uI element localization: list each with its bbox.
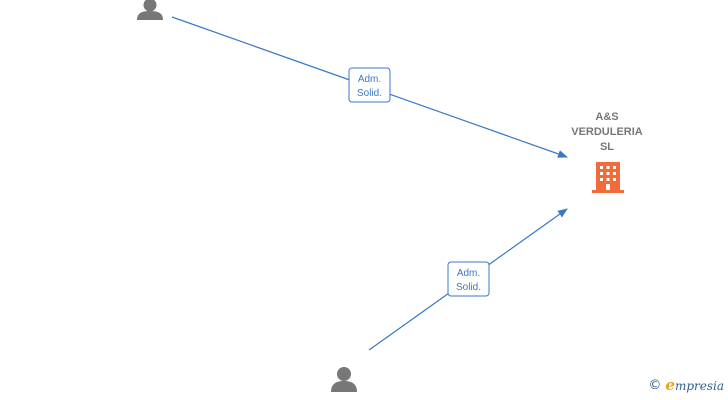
edge-label-1[interactable]: Adm. Solid. (348, 67, 391, 103)
edge-label-2[interactable]: Adm. Solid. (447, 261, 490, 297)
edge-label-2-line-2: Solid. (456, 282, 481, 293)
copyright-symbol: © (648, 377, 662, 393)
edge-label-1-line-2: Solid. (357, 88, 382, 99)
brand-logo: empresia (665, 376, 724, 394)
company-name-line-3: SL (600, 141, 614, 153)
company-name-line-1: A&S (595, 111, 618, 123)
empresia-watermark: © empresia (648, 376, 724, 394)
edge-label-2-line-1: Adm. (457, 268, 480, 279)
person-icon (331, 367, 357, 392)
brand-rest: mpresia (674, 379, 724, 393)
person-icon (137, 0, 163, 20)
person-node-2[interactable] (331, 367, 357, 392)
person-node-1[interactable] (137, 0, 163, 20)
building-icon (592, 162, 624, 193)
company-node[interactable]: A&S VERDULERIA SL (571, 111, 643, 193)
brand-initial: e (665, 376, 675, 394)
edge-label-1-line-1: Adm. (358, 74, 381, 85)
company-name-line-2: VERDULERIA (571, 126, 643, 138)
